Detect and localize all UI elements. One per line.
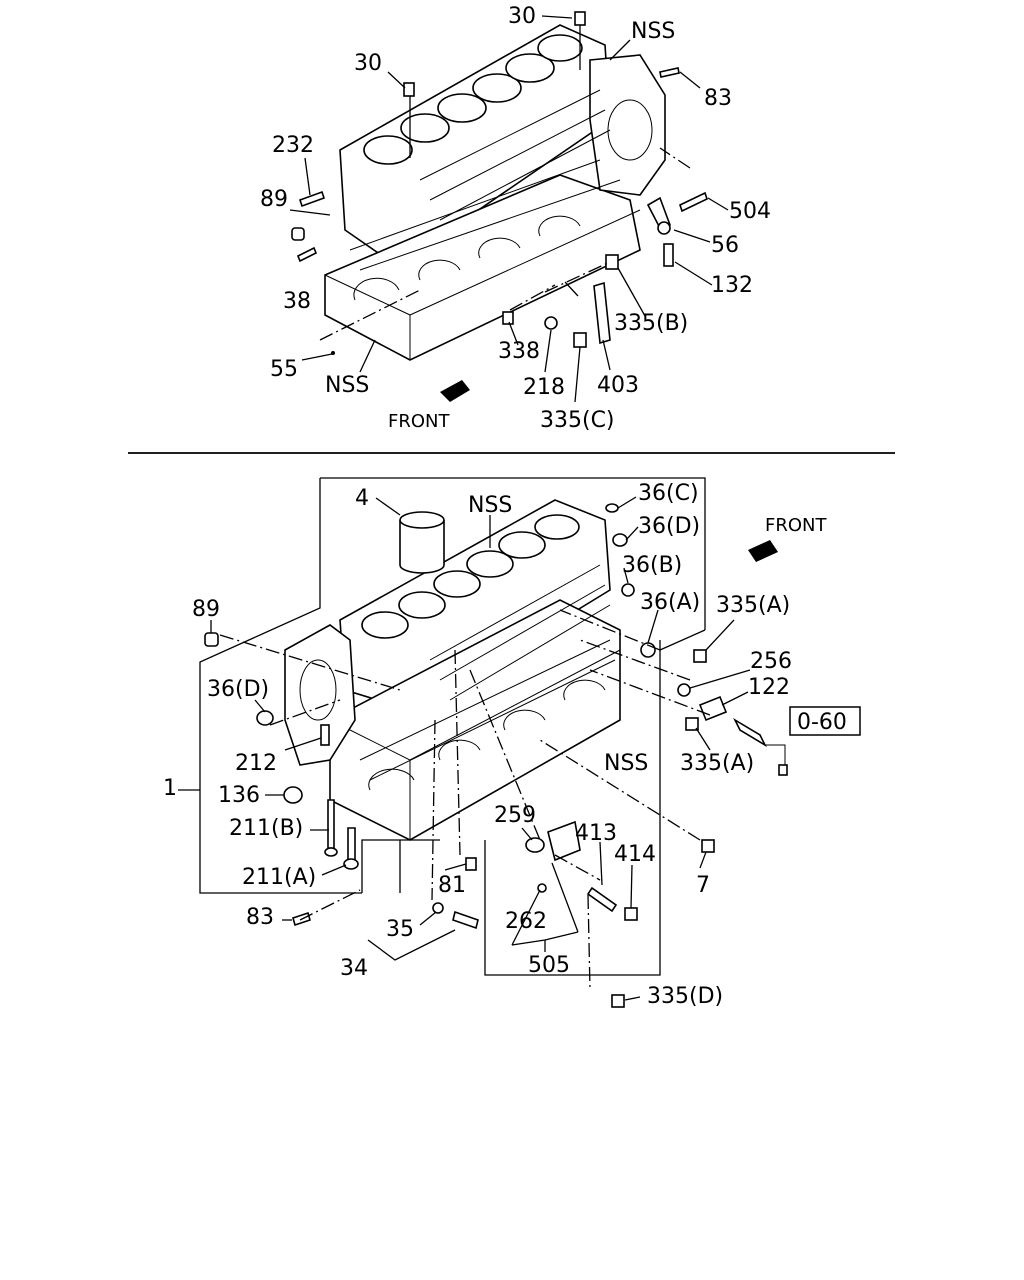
bolt-413 <box>586 886 618 913</box>
bolt-211b <box>327 799 335 849</box>
callout-212: 212 <box>235 751 277 776</box>
bottom-loose-parts <box>204 503 788 1008</box>
plug-7 <box>701 839 715 853</box>
top-leader-lines <box>289 15 729 403</box>
top-callout-labels: 30 30 NSS 83 232 89 504 56 38 132 335(B)… <box>260 4 771 433</box>
callout-30-b: 30 <box>508 4 536 29</box>
callout-403: 403 <box>597 373 639 398</box>
plug-36c <box>605 503 619 513</box>
plug-335d <box>611 994 625 1008</box>
callout-414: 414 <box>614 842 656 867</box>
stud-504 <box>679 191 708 213</box>
callout-218: 218 <box>523 375 565 400</box>
plug-36d-top <box>612 533 628 547</box>
plug-338 <box>502 311 514 325</box>
assembly-frame-lines <box>199 477 706 976</box>
callout-nss-top: NSS <box>631 19 675 44</box>
bottom-callout-labels: 4 NSS 36(C) 36(D) 36(B) 36(A) 335(A) 256… <box>163 481 827 1009</box>
callout-136: 136 <box>218 783 260 808</box>
top-loose-parts <box>291 11 708 402</box>
plug-89-top <box>291 227 305 241</box>
callout-259: 259 <box>494 803 536 828</box>
plug-335a-bot <box>685 717 699 731</box>
front-arrow-bottom-icon <box>748 540 778 562</box>
plug-30-b <box>574 11 586 26</box>
callout-1: 1 <box>163 776 177 801</box>
callout-83-top: 83 <box>704 86 732 111</box>
stud-232 <box>298 190 326 208</box>
callout-7: 7 <box>696 873 710 898</box>
plug-122 <box>698 695 728 722</box>
bolt-132 <box>663 243 674 267</box>
callout-nss-a: NSS <box>468 493 512 518</box>
top-engine-block <box>324 24 666 361</box>
callout-55: 55 <box>270 357 298 382</box>
callout-335b: 335(B) <box>614 311 688 336</box>
reference-box-0-60[interactable]: 0-60 <box>789 706 861 736</box>
callout-89-bot: 89 <box>192 597 220 622</box>
front-label-top: FRONT <box>388 411 450 432</box>
callout-81: 81 <box>438 873 466 898</box>
callout-504: 504 <box>729 199 771 224</box>
callout-36d-top: 36(D) <box>638 514 700 539</box>
plug-30-a <box>403 82 415 97</box>
plug-81 <box>465 857 477 871</box>
plug-36b <box>621 583 635 597</box>
callout-335a-top: 335(A) <box>716 593 790 618</box>
callout-89-top: 89 <box>260 187 288 212</box>
bottom-leader-lines <box>178 496 751 1001</box>
washer-218 <box>544 316 558 330</box>
washer-256 <box>677 683 691 697</box>
callout-56: 56 <box>711 233 739 258</box>
callout-36b: 36(B) <box>622 553 682 578</box>
callout-4: 4 <box>355 486 369 511</box>
plug-136 <box>283 786 303 804</box>
callout-36d-left: 36(D) <box>207 677 269 702</box>
callout-122: 122 <box>748 675 790 700</box>
plug-335b <box>605 254 619 270</box>
nut-414 <box>624 907 638 921</box>
callout-338: 338 <box>498 339 540 364</box>
callout-nss-b: NSS <box>604 751 648 776</box>
callout-232: 232 <box>272 133 314 158</box>
callout-413: 413 <box>575 821 617 846</box>
front-arrow-top-icon <box>440 380 470 402</box>
bracket-403 <box>593 281 611 345</box>
callout-36a: 36(A) <box>640 590 700 615</box>
callout-335a-bot: 335(A) <box>680 751 754 776</box>
plug-335a-top <box>693 649 707 663</box>
connector-34 <box>452 910 479 930</box>
pin-83-top <box>659 67 680 78</box>
washer-35 <box>432 902 444 914</box>
gasket-259 <box>525 837 545 853</box>
cylinder-liner-4 <box>399 511 445 574</box>
callout-505: 505 <box>528 953 570 978</box>
callout-211a: 211(A) <box>242 865 316 890</box>
callout-132: 132 <box>711 273 753 298</box>
callout-34: 34 <box>340 956 368 981</box>
callout-335d: 335(D) <box>647 984 723 1009</box>
callout-335c: 335(C) <box>540 408 615 433</box>
sensor-0-60 <box>733 717 767 748</box>
plug-36d-left <box>256 710 274 726</box>
front-label-bottom: FRONT <box>765 515 827 536</box>
pin-212 <box>320 724 330 746</box>
plug-89-bot <box>204 632 219 647</box>
callout-nss-bottom: NSS <box>325 373 369 398</box>
callout-262: 262 <box>505 909 547 934</box>
callout-30-a: 30 <box>354 51 382 76</box>
callout-83-bot: 83 <box>246 905 274 930</box>
reference-box-label: 0-60 <box>797 710 847 735</box>
pin-38 <box>296 246 318 263</box>
callout-38: 38 <box>283 289 311 314</box>
callout-256: 256 <box>750 649 792 674</box>
bolt-211a <box>347 827 356 861</box>
plug-335c <box>573 332 587 348</box>
callout-211b: 211(B) <box>229 816 303 841</box>
bottom-engine-block <box>284 499 621 841</box>
callout-35: 35 <box>386 917 414 942</box>
housing-262 <box>547 820 581 862</box>
callout-36c: 36(C) <box>638 481 699 506</box>
